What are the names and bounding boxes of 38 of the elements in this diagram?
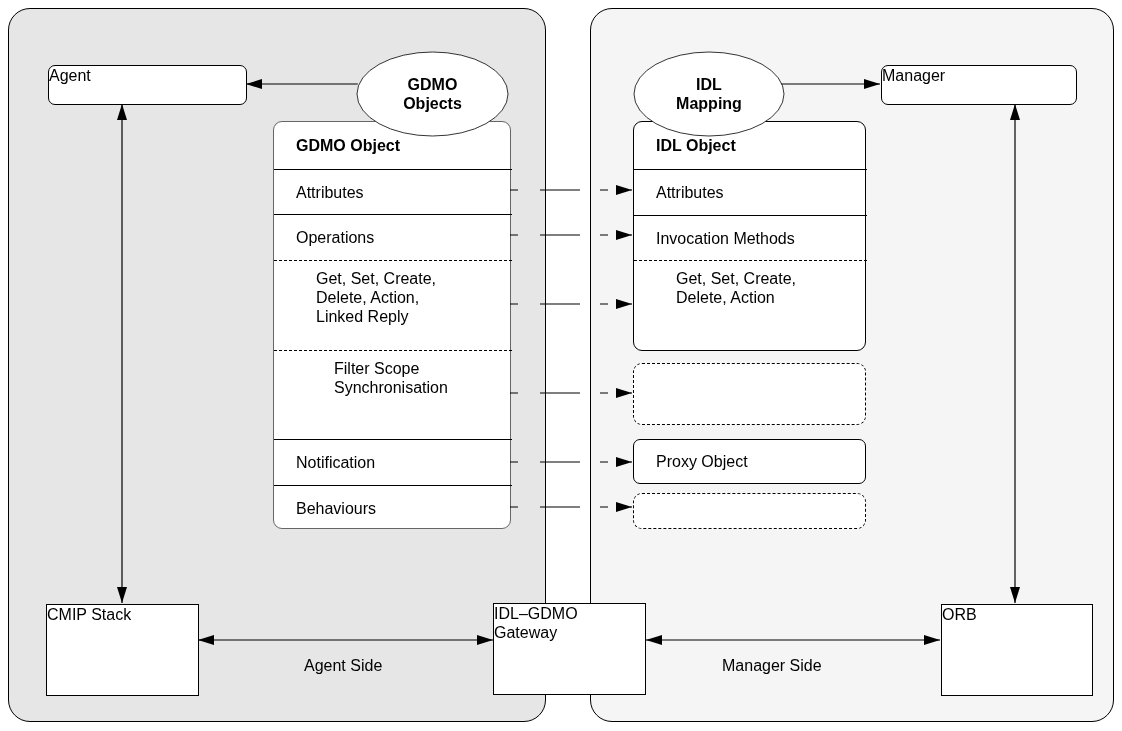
compartment-row: Invocation Methods	[634, 215, 867, 260]
ellipse-node	[356, 51, 509, 137]
empty-box	[633, 363, 866, 425]
arrow	[509, 299, 633, 309]
process-box: Proxy Object	[633, 439, 866, 484]
arrow	[509, 230, 633, 240]
arrow	[117, 103, 127, 604]
arrow	[245, 79, 359, 89]
compartment-row: Behaviours	[274, 485, 512, 530]
ellipse-node	[633, 51, 785, 137]
compartment-box	[633, 121, 866, 351]
process-box: CMIP Stack	[46, 604, 199, 696]
process-box: Manager	[881, 65, 1077, 105]
arrow	[509, 388, 633, 398]
arrow	[197, 635, 494, 645]
compartment-row: Attributes	[634, 169, 867, 215]
node-label: IDL Mapping	[675, 75, 743, 113]
compartment-box	[273, 121, 511, 529]
panel-background	[590, 8, 1114, 722]
compartment-heading: GDMO Object	[296, 136, 400, 155]
process-box: IDL–GDMO Gateway	[493, 603, 646, 695]
compartment-row: Get, Set, Create, Delete, Action, Linked Reply	[274, 260, 512, 350]
arrow	[509, 457, 633, 467]
compartment-row: Attributes	[274, 169, 512, 214]
process-box: ORB	[941, 604, 1093, 696]
arrow	[1010, 103, 1020, 604]
arrow	[645, 635, 941, 645]
compartment-row: Operations	[274, 214, 512, 260]
arrow	[509, 185, 633, 195]
node-label: GDMO Objects	[402, 75, 463, 113]
arrow	[509, 502, 633, 512]
process-box: Agent	[48, 65, 247, 105]
compartment-row: Get, Set, Create, Delete, Action	[634, 260, 867, 350]
arrow	[780, 79, 881, 89]
empty-box	[633, 493, 866, 529]
compartment-row: Filter Scope Synchronisation	[274, 350, 512, 439]
compartment-row: Notification	[274, 439, 512, 485]
compartment-heading: IDL Object	[656, 136, 736, 155]
